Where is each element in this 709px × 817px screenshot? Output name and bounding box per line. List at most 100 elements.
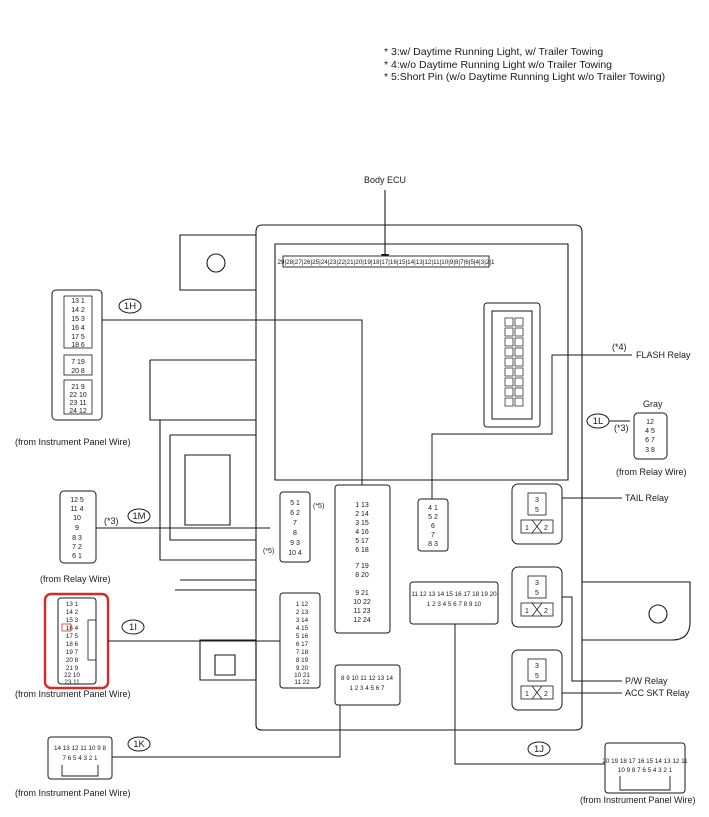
svg-text:3 8: 3 8: [645, 447, 655, 454]
leader-1j: [454, 620, 605, 765]
svg-text:23 11: 23 11: [70, 400, 87, 407]
code-1j: 1J: [534, 744, 544, 755]
code-1i-badge: [121, 619, 145, 635]
flash-leader: [431, 354, 632, 500]
svg-text:2: 2: [544, 608, 548, 615]
svg-text:2 13: 2 13: [296, 609, 309, 616]
svg-text:18 6: 18 6: [71, 342, 85, 349]
from-relay-1l: (from Relay Wire): [616, 467, 687, 477]
svg-text:6 7: 6 7: [645, 437, 655, 444]
svg-text:1: 1: [525, 608, 529, 615]
svg-text:22 10: 22 10: [69, 392, 87, 399]
from-ip-1h: (from Instrument Panel Wire): [15, 437, 131, 447]
svg-text:1 13: 1 13: [355, 502, 369, 509]
svg-text:3: 3: [535, 663, 539, 670]
connector-1k: 14 13 12 11 10 9 8 7 6 5 4 3 2 1: [47, 736, 113, 780]
svg-text:8 3: 8 3: [72, 535, 82, 542]
svg-text:9 20: 9 20: [296, 665, 309, 672]
svg-text:2 14: 2 14: [355, 511, 369, 518]
svg-text:7 2: 7 2: [72, 544, 82, 551]
svg-text:14 2: 14 2: [71, 307, 85, 314]
red-pin-marker: [61, 623, 72, 632]
junction-block: [149, 224, 691, 731]
svg-text:1 2 3 4 5 6 7: 1 2 3 4 5 6 7: [349, 685, 385, 692]
svg-text:9 3: 9 3: [290, 540, 300, 547]
connector-1j: 20 19 18 17 16 15 14 13 12 11 10 9 8 7 6…: [602, 742, 688, 794]
svg-text:7 19: 7 19: [71, 359, 85, 366]
svg-text:10 22: 10 22: [353, 599, 371, 606]
svg-text:7 18: 7 18: [296, 649, 309, 656]
svg-text:20 8: 20 8: [71, 368, 85, 375]
svg-text:18 6: 18 6: [66, 641, 79, 648]
code-1j-badge: [527, 741, 551, 757]
svg-text:20 19 18 17 16 15 14 13 12 11: 20 19 18 17 16 15 14 13 12 11: [602, 758, 688, 765]
svg-text:6 2: 6 2: [290, 510, 300, 517]
svg-text:21 9: 21 9: [66, 665, 79, 672]
svg-text:2: 2: [544, 691, 548, 698]
svg-text:6: 6: [431, 523, 435, 530]
from-relay-1m: (from Relay Wire): [40, 574, 111, 584]
acc-skt-relay-label: ACC SKT Relay: [625, 688, 690, 698]
svg-text:16 4: 16 4: [66, 625, 79, 632]
svg-text:24 12: 24 12: [69, 408, 87, 415]
connector-1m: 12 5 11 4 10 9 8 3 7 2 6 1: [59, 490, 97, 564]
connector-1i: 13 1 14 2 15 3 16 4 17 5 18 6 19 7 20 8 …: [57, 597, 97, 686]
tail-relay-label: TAIL Relay: [625, 493, 669, 503]
star3-1l: (*3): [614, 423, 629, 433]
svg-text:7: 7: [293, 520, 297, 527]
flash-relay-label: FLASH Relay: [636, 350, 691, 360]
svg-text:9 21: 9 21: [355, 590, 369, 597]
svg-text:3: 3: [535, 497, 539, 504]
code-1k-badge: [127, 736, 151, 752]
svg-text:12: 12: [646, 419, 654, 426]
svg-text:4 16: 4 16: [355, 529, 369, 536]
body-ecu-connector: 29|28|27|26|25|24|23|22|21|20|19|18|17|1…: [278, 255, 495, 268]
svg-text:10 21: 10 21: [294, 672, 310, 679]
internal-connector-left: 5 1 6 2 7 8 9 3 10 4: [279, 491, 311, 563]
code-1k: 1K: [133, 739, 145, 750]
svg-text:21 9: 21 9: [71, 384, 85, 391]
svg-text:5: 5: [535, 507, 539, 514]
svg-text:6 1: 6 1: [72, 553, 82, 560]
svg-text:4 5: 4 5: [645, 428, 655, 435]
code-1l: 1L: [593, 416, 604, 427]
svg-text:14 13 12 11 10 9 8: 14 13 12 11 10 9 8: [54, 745, 107, 752]
svg-text:23 11: 23 11: [64, 679, 80, 686]
leader-1k: [112, 700, 341, 758]
svg-text:10: 10: [73, 515, 81, 522]
svg-text:3 15: 3 15: [355, 520, 369, 527]
code-1m: 1M: [132, 511, 145, 522]
gray-label: Gray: [643, 399, 663, 409]
svg-text:2: 2: [544, 525, 548, 532]
svg-text:8 3: 8 3: [428, 541, 438, 548]
svg-text:1: 1: [525, 691, 529, 698]
svg-text:11 4: 11 4: [70, 506, 83, 513]
code-1h: 1H: [124, 301, 136, 312]
svg-text:6 17: 6 17: [296, 641, 309, 648]
svg-text:8 20: 8 20: [355, 572, 369, 579]
star5-top: (*5): [313, 503, 324, 510]
svg-text:1 2 3 4 5 6 7 8 9 10: 1 2 3 4 5 6 7 8 9 10: [427, 601, 482, 608]
middle-relay-socket: 3 5 1 2: [511, 566, 563, 628]
note-star5: * 5:Short Pin (w/o Daytime Running Light…: [384, 71, 665, 83]
internal-connector-center: 1 13 2 14 3 15 4 16 5 17 6 18 7 19 8 20 …: [334, 484, 391, 634]
svg-text:7: 7: [431, 532, 435, 539]
svg-text:19 7: 19 7: [66, 649, 79, 656]
svg-text:11 23: 11 23: [354, 608, 371, 615]
svg-text:10 4: 10 4: [288, 550, 302, 557]
internal-connector-right: 11 12 13 14 15 16 17 18 19 20 1 2 3 4 5 …: [409, 581, 499, 625]
svg-text:14 2: 14 2: [66, 609, 79, 616]
svg-text:5 17: 5 17: [355, 538, 369, 545]
star3-1m: (*3): [104, 516, 119, 526]
svg-text:5 1: 5 1: [290, 500, 300, 507]
svg-text:5: 5: [535, 673, 539, 680]
from-ip-1k: (from Instrument Panel Wire): [15, 788, 131, 798]
svg-text:12 24: 12 24: [353, 617, 371, 624]
svg-text:7 6 5 4 3 2 1: 7 6 5 4 3 2 1: [62, 755, 98, 762]
pw-relay-leader: [562, 596, 622, 682]
tail-relay-socket: 3 5 1 2: [511, 483, 563, 545]
svg-text:9: 9: [75, 525, 79, 532]
svg-text:12 5: 12 5: [70, 497, 84, 504]
